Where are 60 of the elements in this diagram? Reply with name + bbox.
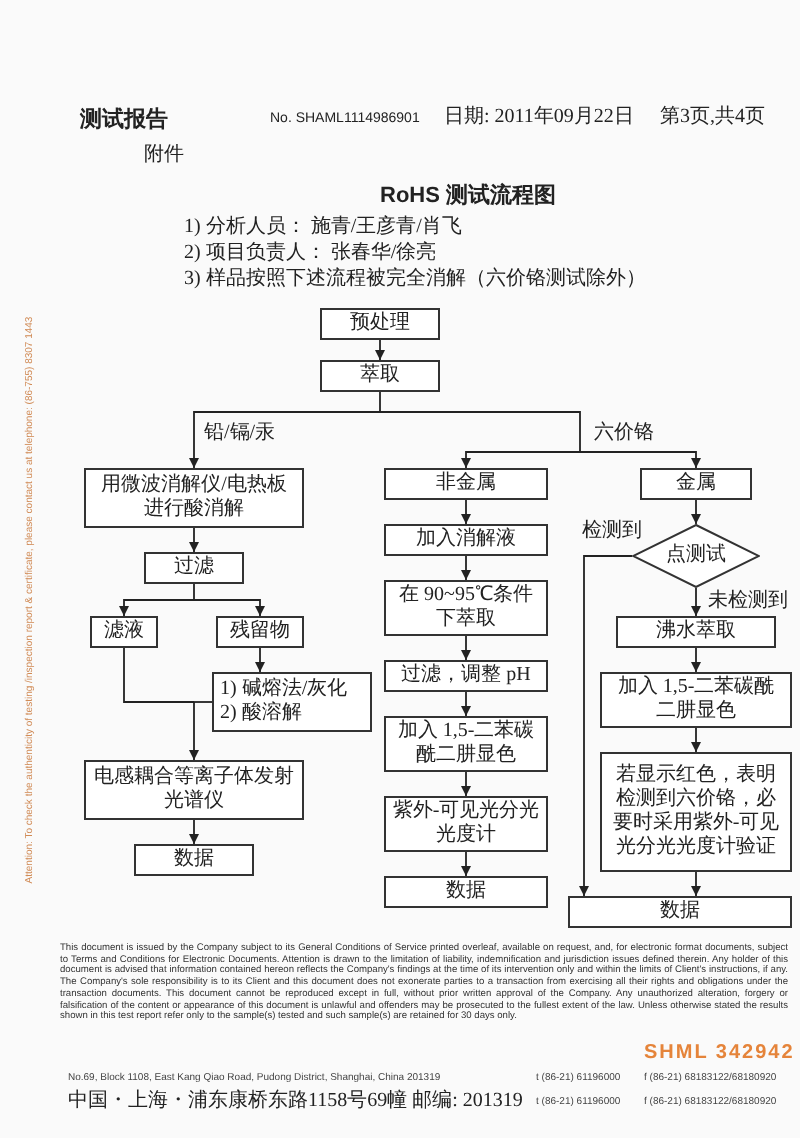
arrow [123,647,195,703]
diagram-title: RoHS 测试流程图 [380,181,556,210]
process-box: 非金属 [384,468,548,500]
process-box: 紫外-可见光分光光度计 [384,796,548,852]
page-number: 第3页,共4页 [660,106,765,130]
process-box: 若显示红色，表明检测到六价铬，必要时采用紫外-可见光分光光度计验证 [600,752,792,872]
arrow [255,647,265,673]
process-box: 数据 [568,896,792,928]
note-text: 2) 项目负责人： 张春华/徐亮 [184,242,437,266]
step-text: 1) 碱熔法/灰化 [220,678,348,701]
process-box: 加入消解液 [384,524,548,556]
arrow [579,555,633,897]
arrow [189,527,199,553]
serial-number: SHML 342942 [644,1042,795,1064]
arrow [691,499,701,525]
attachment-label: 附件 [144,144,184,168]
process-box: 用微波消解仪/电热板进行酸消解 [84,468,304,528]
arrow [461,635,471,661]
arrow [461,691,471,717]
arrow [189,819,199,845]
process-box: 金属 [640,468,752,500]
process-box: 过滤 [144,552,244,584]
report-heading: 测试报告 [80,105,168,134]
process-box: 萃取 [320,360,440,392]
process-box: 数据 [134,844,254,876]
edge-label: 六价铬 [592,422,656,446]
process-box: 数据 [384,876,548,908]
arrow [189,701,199,761]
arrow [461,451,581,469]
process-box: 滤液 [90,616,158,648]
arrow [461,499,471,525]
process-box: 加入 1,5-二苯碳酰二肼显色 [600,672,792,728]
arrow [119,599,195,617]
note-text: 1) 分析人员： 施青/王彦青/肖飞 [184,216,462,240]
arrow [691,647,701,673]
arrow [691,587,701,617]
note-text: 3) 样品按照下述流程被完全消解（六价铬测试除外） [184,268,646,292]
process-box [212,672,372,732]
process-box: 加入 1,5-二苯碳酰二肼显色 [384,716,548,772]
process-box: 在 90~95℃条件下萃取 [384,580,548,636]
arrow [461,771,471,797]
arrow [461,555,471,581]
arrow [193,599,265,617]
arrow [579,451,701,469]
process-box: 残留物 [216,616,304,648]
arrow [461,851,471,877]
report-date: 日期: 2011年09月22日 [444,106,634,130]
step-text: 2) 酸溶解 [220,702,302,726]
address-text: 中国・上海・浦东康桥东路1158号69幢 邮编: 201319 [68,1090,523,1114]
edge-label: 未检测到 [706,590,790,614]
process-box: 过滤，调整 pH [384,660,548,692]
process-box: 电感耦合等离子体发射光谱仪 [84,760,304,820]
arrow [375,339,385,361]
arrow [691,871,701,897]
arrow [189,411,381,469]
arrow [691,727,701,753]
edge-label: 检测到 [580,520,644,544]
process-box: 沸水萃取 [616,616,776,648]
edge-label: 铅/镉/汞 [202,422,278,446]
process-box: 预处理 [320,308,440,340]
